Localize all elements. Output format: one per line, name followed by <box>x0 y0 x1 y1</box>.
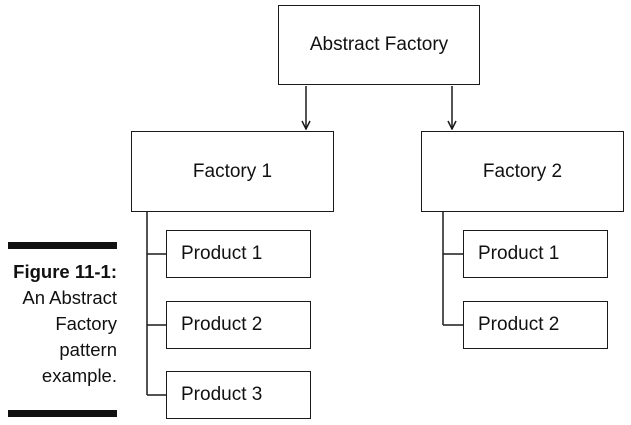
caption-line-1: An Abstract <box>22 287 117 308</box>
factory-2-label: Factory 2 <box>482 160 563 182</box>
factory-2-product-1-label: Product 1 <box>478 243 560 264</box>
caption-line-4: example. <box>41 365 117 386</box>
factory-1-box: Factory 1 <box>131 131 334 212</box>
figure-number: Figure 11-1: <box>13 261 117 282</box>
abstract-factory-box: Abstract Factory <box>278 5 480 85</box>
factory-1-product-2-label: Product 2 <box>181 314 263 335</box>
caption-line-2: Factory <box>55 313 117 334</box>
factory-2-product-2-box: Product 2 <box>463 301 608 349</box>
factory-2-product-2-label: Product 2 <box>478 314 560 335</box>
caption-line-3: pattern <box>59 339 117 360</box>
factory-2-box: Factory 2 <box>421 131 624 212</box>
factory-1-product-1-box: Product 1 <box>166 230 311 278</box>
factory-1-product-2-box: Product 2 <box>166 301 311 349</box>
caption-bottom-rule <box>8 410 117 417</box>
factory-1-product-1-label: Product 1 <box>181 243 263 264</box>
factory-2-product-1-box: Product 1 <box>463 230 608 278</box>
abstract-factory-label: Abstract Factory <box>309 34 449 55</box>
caption-top-rule <box>8 242 117 249</box>
factory-1-product-3-box: Product 3 <box>166 371 311 419</box>
figure-caption: Figure 11-1: An Abstract Factory pattern… <box>0 259 117 389</box>
factory-1-label: Factory 1 <box>192 160 273 182</box>
factory-1-product-3-label: Product 3 <box>181 384 263 405</box>
